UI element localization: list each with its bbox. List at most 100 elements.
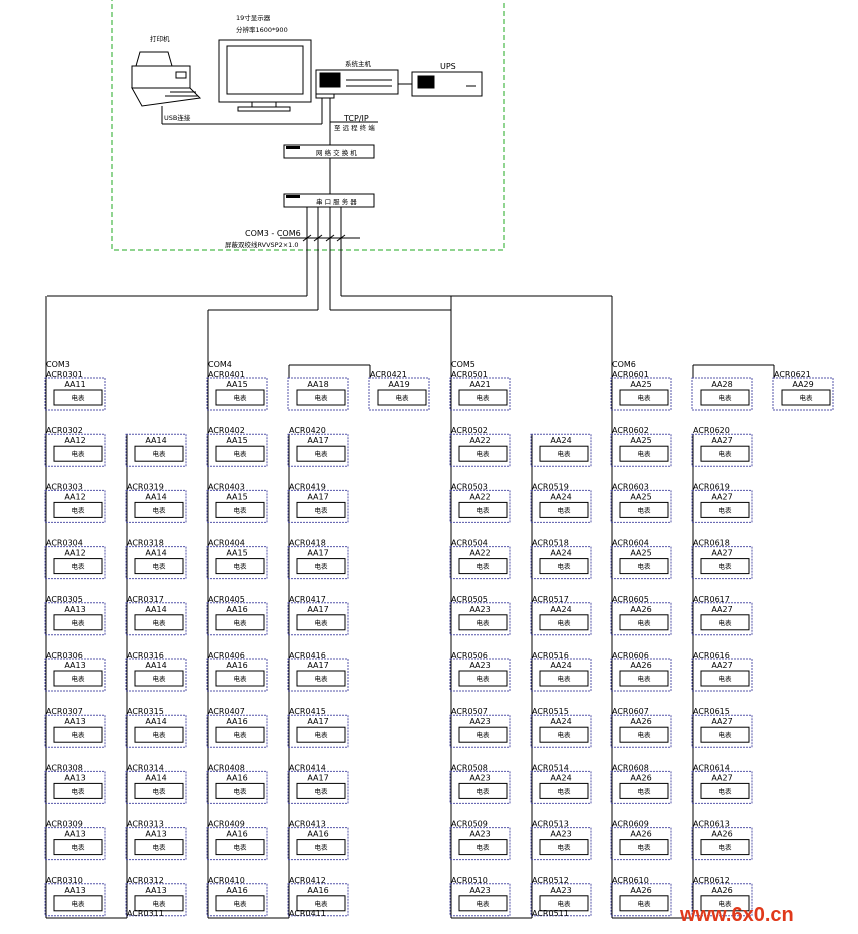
- device-label: AA15: [226, 492, 247, 501]
- meter-box: [296, 501, 346, 518]
- device-frame: [610, 433, 672, 467]
- meter-label: 电表: [234, 786, 248, 795]
- device-label: AA12: [64, 492, 85, 501]
- meter-box: [215, 839, 265, 856]
- meter-label: 电表: [234, 618, 248, 627]
- device-frame: [125, 433, 187, 467]
- meter-box: [134, 614, 184, 631]
- device-label: AA23: [550, 830, 571, 839]
- meter-label: 电表: [234, 843, 248, 852]
- device-frame: [44, 602, 106, 636]
- monitor-icon: [218, 39, 312, 112]
- meter-box: [700, 670, 750, 687]
- device-id: ACR0613: [693, 820, 730, 829]
- meter-label: 电表: [719, 843, 733, 852]
- meter-box: [539, 614, 589, 631]
- meter-label: 电表: [153, 562, 167, 571]
- device-frame: [449, 489, 511, 523]
- device-frame: [610, 602, 672, 636]
- device-id: ACR0301: [46, 370, 83, 379]
- device-id: ACR0407: [208, 707, 245, 716]
- meter-label: 电表: [72, 730, 86, 739]
- device-frame: [287, 714, 349, 748]
- meter-box: [215, 726, 265, 743]
- meter-box: [539, 670, 589, 687]
- device-frame: [206, 770, 268, 804]
- meter-label: 电表: [153, 786, 167, 795]
- usb-label: USB连接: [164, 113, 191, 122]
- device-id: ACR0416: [289, 651, 326, 660]
- device-id: ACR0608: [612, 763, 649, 772]
- device-label: AA26: [630, 830, 651, 839]
- com-label: COM5: [451, 360, 475, 369]
- device-id: ACR0506: [451, 651, 488, 660]
- device-id: ACR0504: [451, 539, 488, 548]
- device-frame: [287, 546, 349, 580]
- meter-label: 电表: [153, 618, 167, 627]
- meter-label: 电表: [315, 843, 329, 852]
- device-id: ACR0612: [693, 876, 730, 885]
- device-id: ACR0513: [532, 820, 569, 829]
- device-id: ACR0512: [532, 876, 569, 885]
- meter-box: [619, 445, 669, 462]
- device-id: ACR0605: [612, 595, 649, 604]
- device-label: AA23: [469, 773, 490, 782]
- control-room-frame: [111, 0, 505, 251]
- device-label: AA24: [550, 661, 571, 670]
- meter-label: 电表: [719, 618, 733, 627]
- device-frame: [206, 377, 268, 411]
- device-label: AA26: [630, 661, 651, 670]
- device-id: ACR0518: [532, 539, 569, 548]
- meter-box: [134, 782, 184, 799]
- meter-box: [539, 726, 589, 743]
- com-label: COM4: [208, 360, 232, 369]
- meter-box: [700, 726, 750, 743]
- device-label: AA22: [469, 549, 490, 558]
- printer-icon: [131, 51, 202, 107]
- device-id: ACR0403: [208, 482, 245, 491]
- device-frame: [610, 489, 672, 523]
- meter-label: 电表: [719, 730, 733, 739]
- device-frame: [449, 602, 511, 636]
- device-id: ACR0317: [127, 595, 164, 604]
- device-label: AA23: [469, 830, 490, 839]
- device-id: ACR0312: [127, 876, 164, 885]
- device-frame: [44, 433, 106, 467]
- device-frame: [691, 602, 753, 636]
- device-label: AA26: [711, 886, 732, 895]
- meter-label: 电表: [477, 505, 491, 514]
- meter-label: 电表: [719, 899, 733, 908]
- switch-port-strip: [286, 146, 300, 149]
- meter-label: 电表: [477, 786, 491, 795]
- device-id: ACR0510: [451, 876, 488, 885]
- device-id: ACR0319: [127, 482, 164, 491]
- device-label: AA23: [469, 886, 490, 895]
- device-id: ACR0601: [612, 370, 649, 379]
- meter-box: [700, 839, 750, 856]
- meter-label: 电表: [234, 393, 248, 402]
- meter-label: 电表: [72, 899, 86, 908]
- meter-box: [619, 839, 669, 856]
- device-frame: [44, 377, 106, 411]
- meter-box: [215, 782, 265, 799]
- device-frame: [530, 883, 592, 917]
- device-frame: [206, 658, 268, 692]
- device-frame: [206, 714, 268, 748]
- device-id: ACR0418: [289, 539, 326, 548]
- monitor-title: 19寸显示器: [236, 13, 271, 22]
